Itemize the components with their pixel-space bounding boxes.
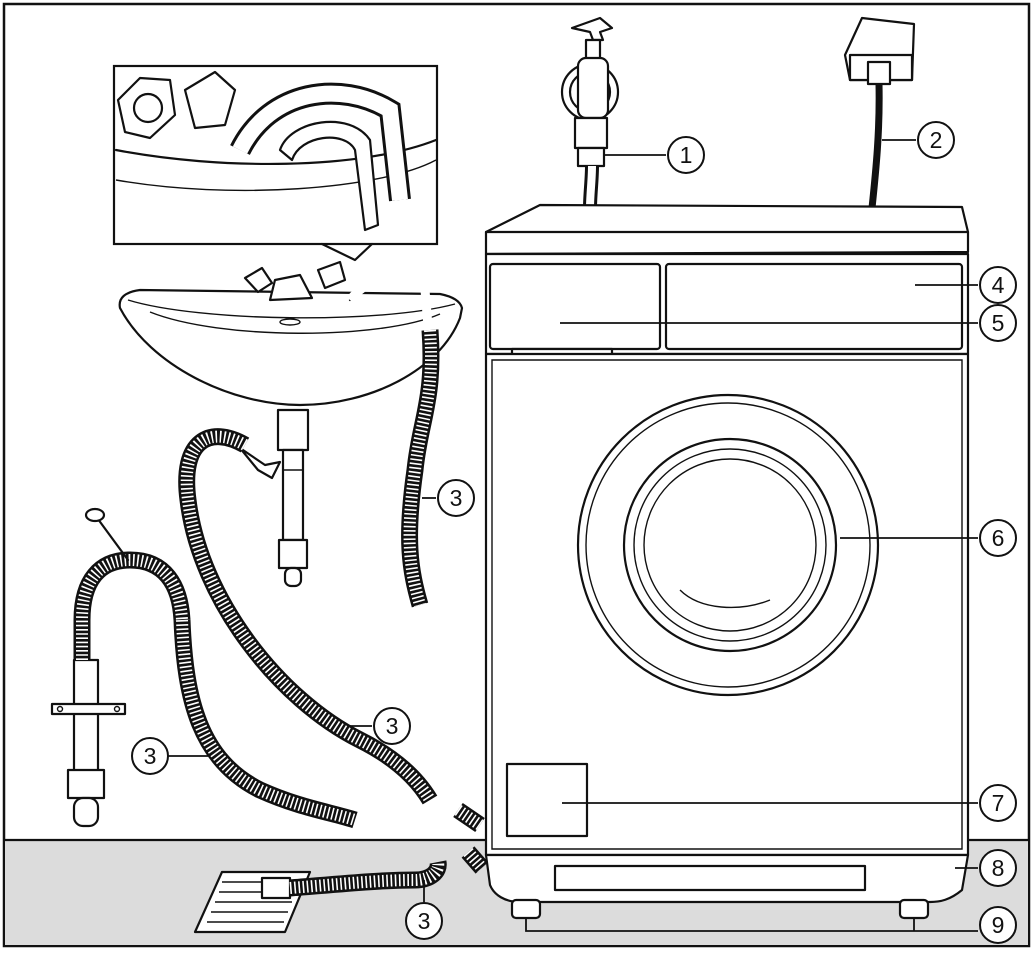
callout-7: 7 xyxy=(979,784,1017,822)
hose-hook-icon xyxy=(50,507,191,828)
callout-2-label: 2 xyxy=(930,127,943,153)
callout-2: 2 xyxy=(917,121,955,159)
callout-3-middle-label: 3 xyxy=(386,713,399,739)
callout-6: 6 xyxy=(979,519,1017,557)
socket-icon xyxy=(843,16,916,86)
service-flap xyxy=(505,762,589,838)
adjustable-feet xyxy=(510,898,930,920)
callout-6-label: 6 xyxy=(992,525,1005,551)
callout-4: 4 xyxy=(979,266,1017,304)
door xyxy=(576,393,880,697)
callout-9: 9 xyxy=(979,906,1017,944)
callout-3-left: 3 xyxy=(131,737,169,775)
washing-machine-icon xyxy=(484,203,970,920)
callout-3-sink-label: 3 xyxy=(450,485,463,511)
detergent-drawer xyxy=(488,262,662,351)
callout-5: 5 xyxy=(979,304,1017,342)
control-panel xyxy=(664,262,964,351)
sink-detail-inset xyxy=(112,64,439,262)
callout-8-label: 8 xyxy=(992,855,1005,881)
callout-8: 8 xyxy=(979,849,1017,887)
callout-1: 1 xyxy=(667,136,705,174)
callout-9-label: 9 xyxy=(992,912,1005,938)
callout-3-floor-label: 3 xyxy=(418,908,431,934)
callout-1-label: 1 xyxy=(680,142,693,168)
callout-5-label: 5 xyxy=(992,310,1005,336)
callout-lines xyxy=(168,139,978,932)
callout-3-sink: 3 xyxy=(437,479,475,517)
drain-grate-icon xyxy=(193,870,312,934)
callout-3-middle: 3 xyxy=(373,707,411,745)
drain-hose-middle xyxy=(178,428,438,805)
tap-icon xyxy=(560,16,620,168)
sink-icon xyxy=(118,260,464,588)
callout-3-floor: 3 xyxy=(405,902,443,940)
callout-4-label: 4 xyxy=(992,272,1005,298)
callout-7-label: 7 xyxy=(992,790,1005,816)
callout-3-left-label: 3 xyxy=(144,743,157,769)
power-cable xyxy=(868,83,883,209)
